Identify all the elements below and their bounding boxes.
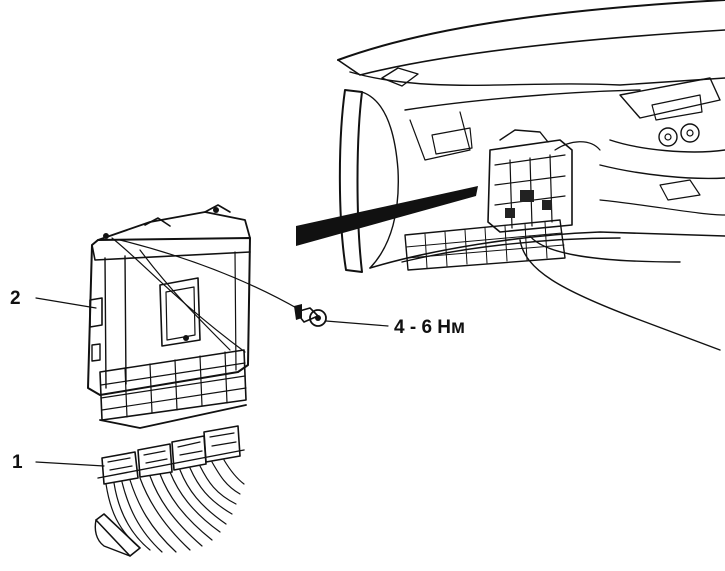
mounting-bolt <box>294 304 327 327</box>
dashboard-illustration <box>296 0 725 351</box>
ecu-unit-illustration <box>87 204 301 429</box>
torque-spec-label: 4 - 6 Нм <box>394 317 465 338</box>
callout-leader-torque <box>325 320 389 327</box>
callout-leader-1 <box>35 461 105 467</box>
wiring-harness-connector <box>94 425 245 557</box>
callout-number-2: 2 <box>10 288 21 309</box>
location-pointer-wedge <box>296 186 478 246</box>
callout-leader-2 <box>35 297 97 309</box>
callout-number-1: 1 <box>12 452 23 473</box>
